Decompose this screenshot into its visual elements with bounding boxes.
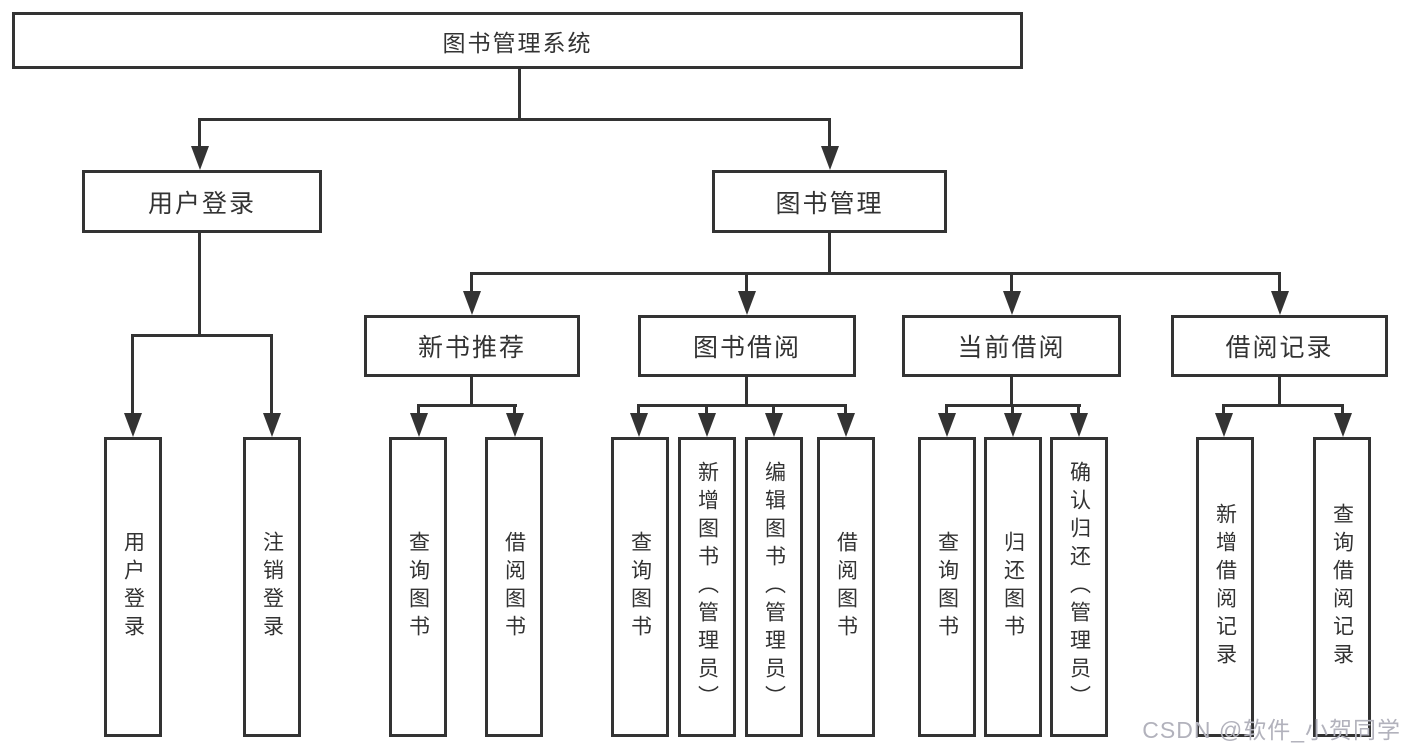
leaf-query-books-borrowing: 查询图书: [611, 437, 669, 737]
connector-line: [945, 404, 948, 415]
leaf-query-borrow-record-label: 查询借阅记录: [1330, 503, 1354, 671]
node-book-borrowing: 图书借阅: [638, 315, 856, 377]
connector-line: [1222, 404, 1225, 415]
arrow-down-icon: [821, 146, 839, 170]
node-root-label: 图书管理系统: [442, 29, 593, 56]
node-user-login-label: 用户登录: [147, 189, 256, 218]
arrow-down-icon: [1334, 413, 1352, 437]
arrow-down-icon: [191, 146, 209, 170]
connector-line: [705, 404, 708, 415]
connector-line: [198, 118, 831, 121]
arrow-down-icon: [1271, 291, 1289, 315]
arrow-down-icon: [738, 291, 756, 315]
connector-line: [513, 404, 516, 415]
connector-line: [1011, 404, 1014, 415]
leaf-edit-book-admin-label: 编辑图书（管理员）: [762, 461, 786, 713]
leaf-borrow-books-borrowing-label: 借阅图书: [834, 531, 858, 643]
connector-line: [745, 377, 748, 406]
leaf-add-book-admin: 新增图书（管理员）: [678, 437, 736, 737]
connector-line: [518, 69, 521, 120]
connector-line: [1278, 272, 1281, 294]
leaf-user-login: 用户登录: [104, 437, 162, 737]
connector-line: [1077, 404, 1080, 415]
connector-line: [1341, 404, 1344, 415]
node-book-management-label: 图书管理: [775, 189, 884, 218]
connector-line: [637, 404, 846, 407]
connector-line: [844, 404, 847, 415]
arrow-down-icon: [698, 413, 716, 437]
node-current-borrowing-label: 当前借阅: [957, 334, 1066, 362]
leaf-user-login-label: 用户登录: [121, 531, 145, 643]
arrow-down-icon: [410, 413, 428, 437]
connector-line: [131, 334, 273, 337]
connector-line: [745, 272, 748, 294]
connector-line: [828, 233, 831, 274]
connector-line: [1010, 377, 1013, 406]
connector-line: [470, 377, 473, 406]
leaf-edit-book-admin: 编辑图书（管理员）: [745, 437, 803, 737]
leaf-add-book-admin-label: 新增图书（管理员）: [695, 461, 719, 713]
node-current-borrowing: 当前借阅: [902, 315, 1121, 377]
connector-line: [1222, 404, 1344, 407]
connector-line: [131, 334, 134, 415]
leaf-borrow-books-recommend: 借阅图书: [485, 437, 543, 737]
leaf-query-books-current-label: 查询图书: [935, 531, 959, 643]
connector-line: [198, 233, 201, 336]
connector-line: [1278, 377, 1281, 406]
leaf-borrow-books-borrowing: 借阅图书: [817, 437, 875, 737]
connector-line: [198, 118, 201, 150]
leaf-return-book: 归还图书: [984, 437, 1042, 737]
watermark: CSDN @软件_小贺同学: [1142, 717, 1401, 743]
connector-line: [470, 272, 1280, 275]
arrow-down-icon: [1070, 413, 1088, 437]
arrow-down-icon: [124, 413, 142, 437]
connector-line: [270, 334, 273, 415]
node-book-management: 图书管理: [712, 170, 947, 233]
arrow-down-icon: [630, 413, 648, 437]
leaf-query-borrow-record: 查询借阅记录: [1313, 437, 1371, 737]
arrow-down-icon: [1004, 413, 1022, 437]
leaf-return-book-label: 归还图书: [1001, 531, 1025, 643]
node-book-borrowing-label: 图书借阅: [692, 334, 801, 362]
leaf-logout-login-label: 注销登录: [260, 531, 284, 643]
arrow-down-icon: [938, 413, 956, 437]
arrow-down-icon: [765, 413, 783, 437]
node-user-login: 用户登录: [82, 170, 322, 233]
arrow-down-icon: [1215, 413, 1233, 437]
connector-line: [828, 118, 831, 150]
leaf-borrow-books-recommend-label: 借阅图书: [502, 531, 526, 643]
leaf-query-books-borrowing-label: 查询图书: [628, 531, 652, 643]
arrow-down-icon: [1003, 291, 1021, 315]
connector-line: [470, 272, 473, 294]
leaf-confirm-return-admin: 确认归还（管理员）: [1050, 437, 1108, 737]
arrow-down-icon: [463, 291, 481, 315]
node-borrowing-records: 借阅记录: [1171, 315, 1388, 377]
leaf-query-books-recommend: 查询图书: [389, 437, 447, 737]
node-borrowing-records-label: 借阅记录: [1225, 334, 1334, 362]
leaf-add-borrow-record-label: 新增借阅记录: [1213, 503, 1237, 671]
arrow-down-icon: [837, 413, 855, 437]
node-new-book-recommendation-label: 新书推荐: [417, 334, 526, 362]
connector-line: [1010, 272, 1013, 294]
arrow-down-icon: [263, 413, 281, 437]
connector-line: [637, 404, 640, 415]
leaf-query-books-recommend-label: 查询图书: [406, 531, 430, 643]
leaf-logout-login: 注销登录: [243, 437, 301, 737]
connector-line: [417, 404, 517, 407]
leaf-add-borrow-record: 新增借阅记录: [1196, 437, 1254, 737]
leaf-confirm-return-admin-label: 确认归还（管理员）: [1067, 461, 1091, 713]
connector-line: [772, 404, 775, 415]
node-root: 图书管理系统: [12, 12, 1023, 69]
arrow-down-icon: [506, 413, 524, 437]
node-new-book-recommendation: 新书推荐: [364, 315, 580, 377]
leaf-query-books-current: 查询图书: [918, 437, 976, 737]
connector-line: [417, 404, 420, 415]
